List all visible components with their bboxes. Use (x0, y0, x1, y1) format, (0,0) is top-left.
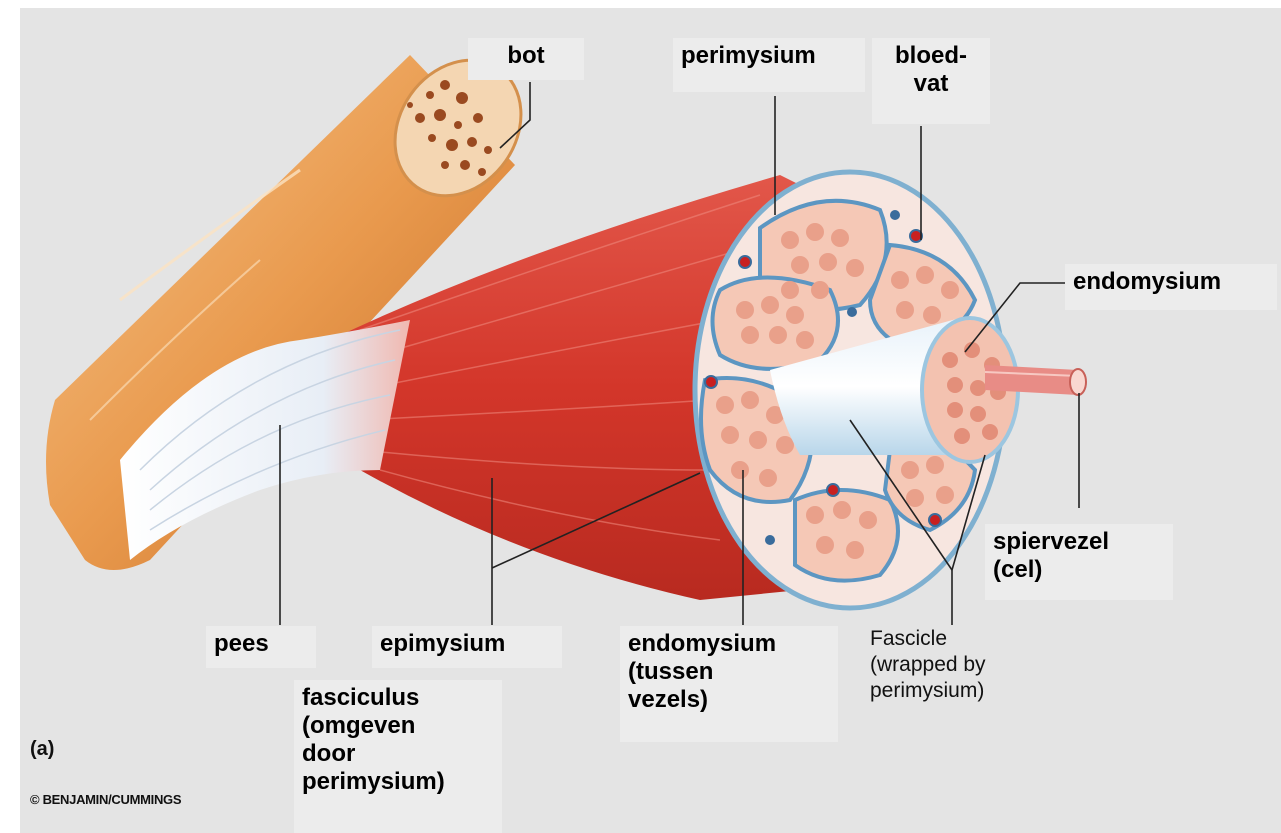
muscle-fiber-cell (985, 365, 1086, 395)
figure-letter: (a) (30, 738, 54, 761)
label-pees: pees (206, 626, 316, 668)
label-endomysium-bottom: endomysium (tussen vezels) (620, 626, 838, 742)
label-epimysium: epimysium (372, 626, 562, 668)
label-bloedvat: bloed- vat (872, 38, 990, 124)
copyright-text: © BENJAMIN/CUMMINGS (30, 792, 181, 807)
label-endomysium-right: endomysium (1065, 264, 1277, 310)
label-fasciculus: fasciculus (omgeven door perimysium) (294, 680, 502, 833)
label-bot: bot (468, 38, 584, 80)
label-fascicle: Fascicle (wrapped by perimysium) (870, 626, 1050, 704)
label-perimysium: perimysium (673, 38, 865, 92)
label-spiervezel: spiervezel (cel) (985, 524, 1173, 600)
